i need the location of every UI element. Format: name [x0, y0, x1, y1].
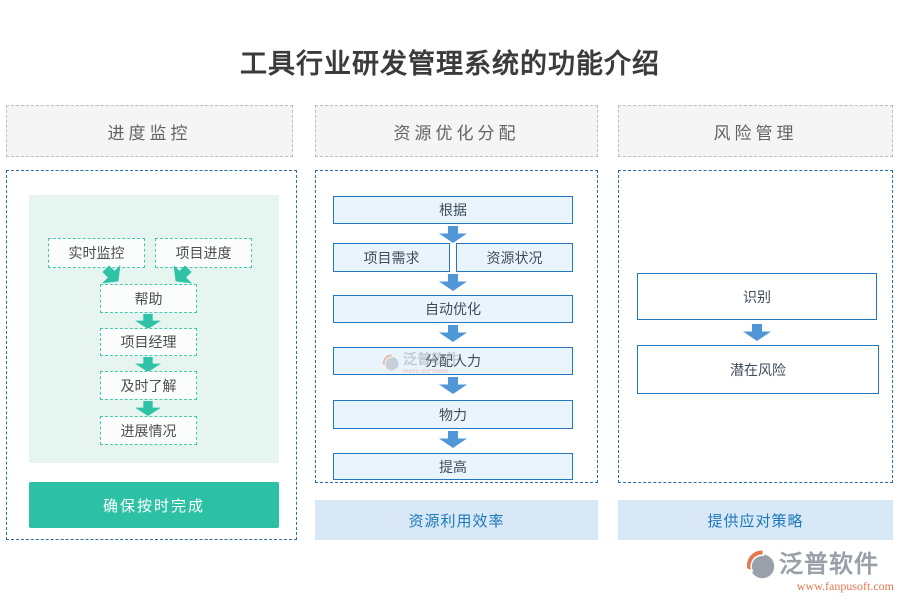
node-material-resources: 物力	[333, 400, 573, 429]
column-header-progress-monitoring: 进度监控	[6, 105, 293, 157]
node-progress-status: 进展情况	[100, 416, 197, 445]
node-project-progress: 项目进度	[155, 238, 252, 268]
node-resource-status: 资源状况	[456, 243, 573, 272]
fanpu-logo-icon	[745, 549, 775, 579]
node-auto-optimization: 自动优化	[333, 295, 573, 323]
risk-management-panel	[618, 170, 893, 483]
footer-resource-utilization-efficiency: 资源利用效率	[315, 500, 598, 540]
column-header-resource-allocation: 资源优化分配	[315, 105, 598, 157]
node-timely-understanding: 及时了解	[100, 371, 197, 400]
node-help: 帮助	[100, 284, 197, 313]
node-according-to: 根据	[333, 196, 573, 224]
fanpu-logo: 泛普软件 www.fanpusoft.com	[744, 548, 894, 594]
page-title: 工具行业研发管理系统的功能介绍	[240, 49, 660, 79]
fanpu-brand-text: 泛普软件	[779, 550, 879, 579]
footer-provide-coping-strategies: 提供应对策略	[618, 500, 893, 540]
footer-ensure-on-time-completion: 确保按时完成	[29, 482, 279, 528]
node-potential-risks: 潜在风险	[637, 345, 879, 394]
fanpu-url-text: www.fanpusoft.com	[796, 579, 894, 593]
node-allocate-manpower: 分配人力	[333, 347, 573, 375]
resource-allocation-panel	[315, 170, 598, 483]
column-header-risk-management: 风险管理	[618, 105, 893, 157]
node-improve: 提高	[333, 453, 573, 480]
node-identify: 识别	[637, 273, 877, 320]
node-project-manager: 项目经理	[100, 328, 197, 356]
node-project-requirements: 项目需求	[333, 243, 450, 272]
node-realtime-monitoring: 实时监控	[48, 238, 145, 268]
progress-monitoring-panel	[6, 170, 297, 540]
